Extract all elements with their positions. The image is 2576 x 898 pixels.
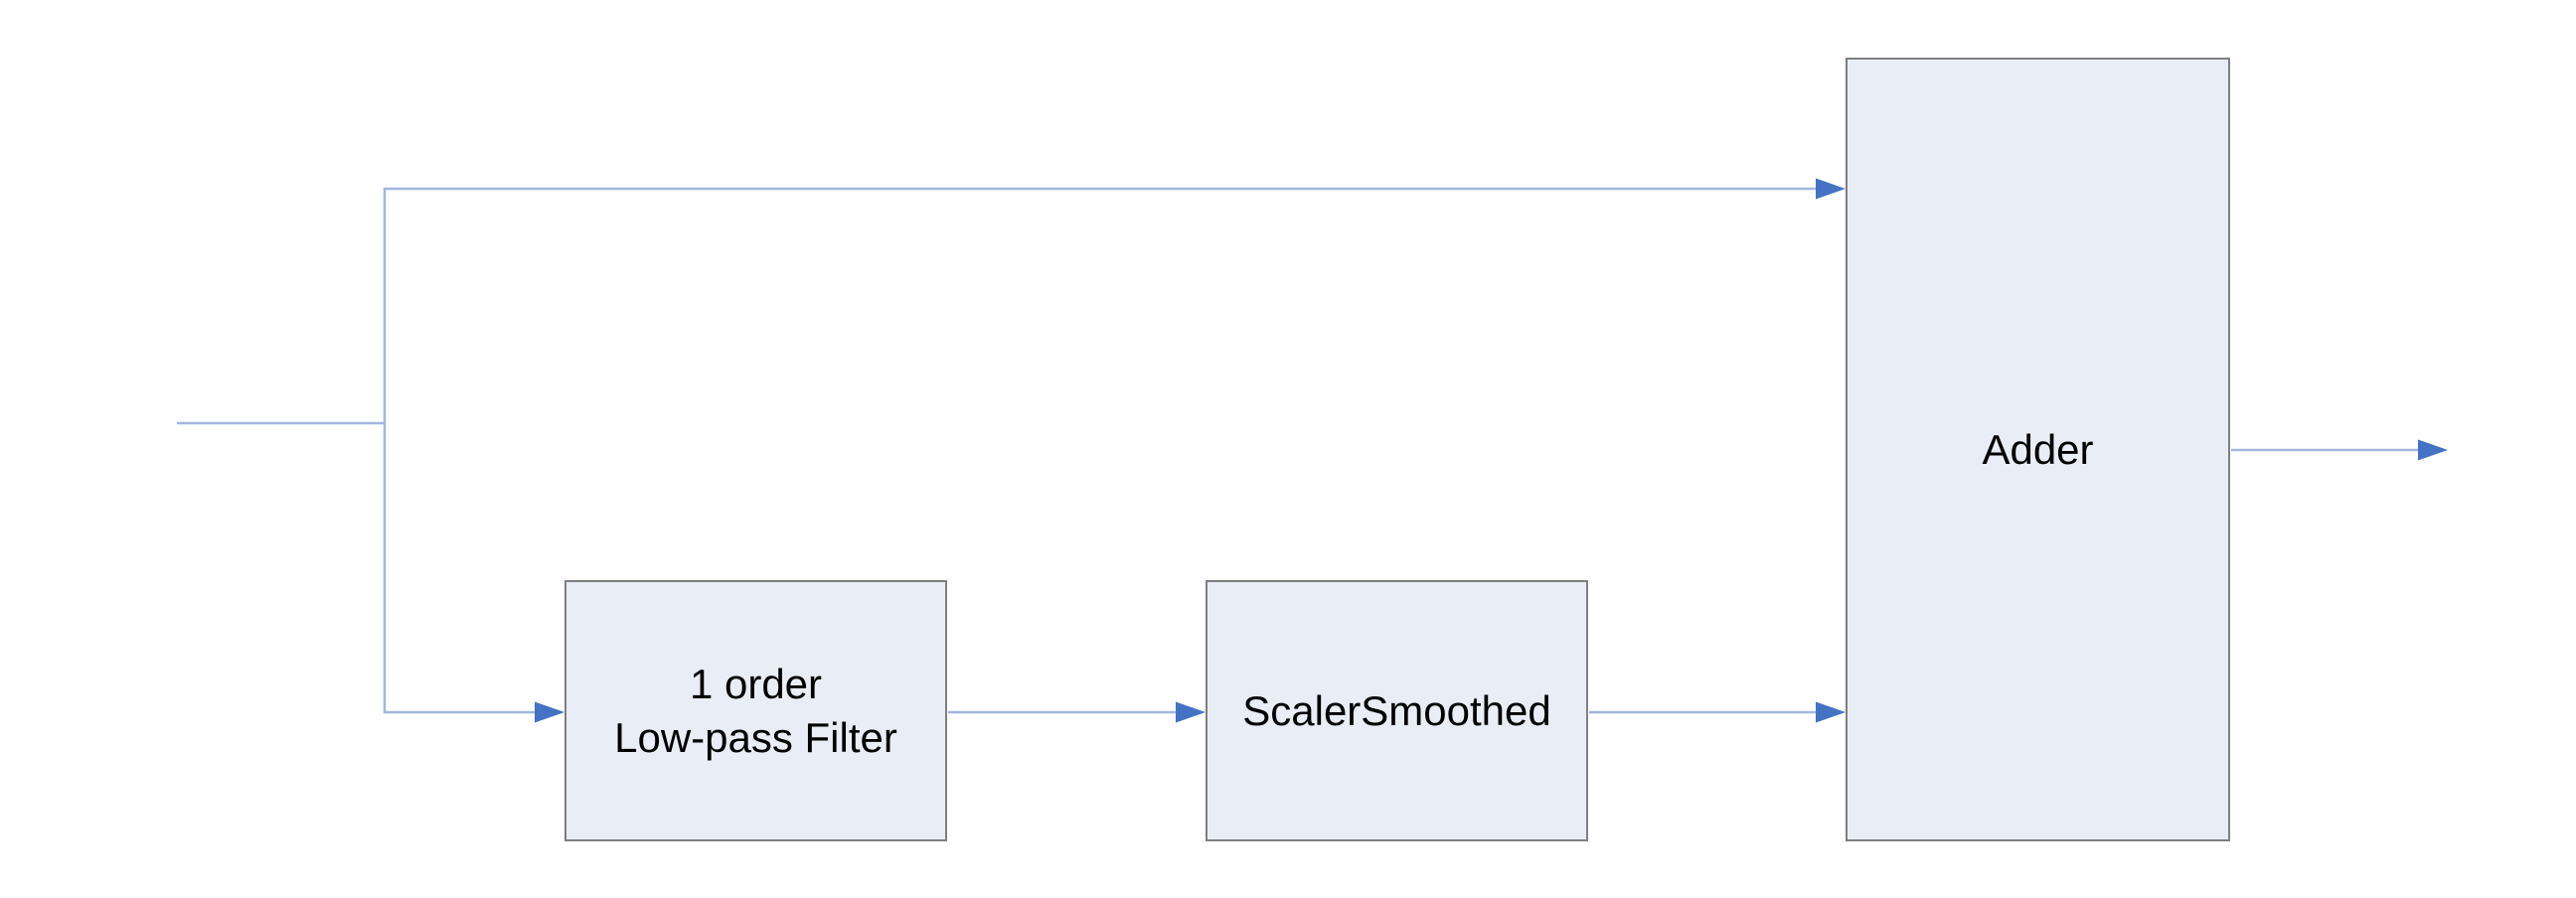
scaler-arrowhead-icon bbox=[1176, 701, 1206, 723]
lowpass-filter-label-line2: Low-pass Filter bbox=[614, 713, 897, 761]
node-adder: Adder bbox=[1846, 58, 2230, 841]
branch-to-adder-connector bbox=[383, 187, 1818, 424]
lowpass-arrowhead-icon bbox=[535, 701, 564, 723]
node-scaler-smoothed: ScalerSmoothed bbox=[1206, 580, 1588, 841]
branch-to-lowpass-connector bbox=[383, 422, 537, 714]
scaler-smoothed-label: ScalerSmoothed bbox=[1242, 686, 1551, 734]
lowpass-filter-label: 1 order Low-pass Filter bbox=[614, 658, 897, 765]
adder-top-arrowhead-icon bbox=[1816, 178, 1846, 200]
adder-bottom-arrowhead-icon bbox=[1816, 701, 1846, 723]
lowpass-filter-label-line1: 1 order bbox=[689, 660, 823, 707]
adder-label: Adder bbox=[1982, 425, 2094, 473]
node-lowpass-filter: 1 order Low-pass Filter bbox=[564, 580, 947, 841]
output-arrowhead-icon bbox=[2418, 439, 2448, 461]
